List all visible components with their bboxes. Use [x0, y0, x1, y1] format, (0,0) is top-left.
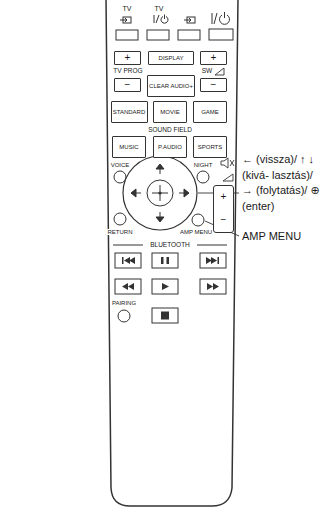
button-box: + — [114, 51, 141, 65]
callout-text: AMP MENU — [242, 231, 301, 242]
next-button — [200, 253, 226, 268]
button-label: AMP MENU — [179, 229, 213, 235]
return-button — [114, 213, 126, 225]
stop-button — [152, 308, 178, 323]
button-label: TV PROG — [112, 68, 143, 75]
button-box: CLEAR AUDIO+ — [147, 75, 195, 97]
pairing-button — [118, 310, 130, 322]
forward-icon — [207, 283, 219, 290]
button-label: NIGHT — [193, 162, 214, 168]
speaker-icon — [221, 158, 228, 168]
power-bar-icon — [154, 15, 159, 23]
input-arrow — [184, 18, 191, 22]
button-box: GAME — [193, 101, 227, 123]
prev-button — [115, 253, 141, 268]
button-text: P.AUDIO — [158, 144, 182, 150]
button-box: MOVIE — [153, 101, 187, 123]
pause-button — [152, 253, 178, 268]
button-text: + — [125, 53, 131, 64]
button-box: MUSIC — [112, 136, 146, 158]
transport-buttons — [115, 253, 226, 323]
play-button — [152, 279, 178, 294]
power-button — [209, 29, 233, 40]
pause-icon — [161, 257, 169, 264]
button-box: + — [200, 51, 227, 65]
button-box: SPORTS — [193, 136, 227, 158]
mute-icon — [221, 158, 234, 168]
prev-icon — [122, 257, 135, 264]
button-text: MOVIE — [160, 109, 179, 115]
button-label: PAIRING — [111, 300, 137, 306]
down-arrow — [156, 212, 164, 222]
next-icon — [206, 257, 219, 264]
direction-pad — [123, 156, 197, 230]
play-icon — [162, 283, 169, 290]
button-label: TV — [154, 5, 165, 12]
dpad-ring — [123, 156, 197, 230]
mute-cross — [230, 160, 234, 166]
forward-button — [200, 279, 226, 294]
button-text: MUSIC — [119, 144, 138, 150]
top-icons — [120, 12, 230, 24]
button-text: + — [211, 53, 217, 64]
button-label: TV — [122, 5, 133, 12]
left-arrow — [131, 189, 141, 197]
button-label: VOICE — [110, 162, 131, 168]
button-box: − — [200, 78, 227, 92]
button-text: GAME — [201, 109, 219, 115]
button-text: − — [221, 215, 227, 226]
power-icon — [161, 15, 168, 24]
input-arrow — [120, 18, 127, 22]
top-buttons — [116, 29, 233, 40]
rewind-button — [115, 279, 141, 294]
button-label: RETURN — [107, 229, 134, 235]
button-text: + — [221, 192, 227, 203]
amp-menu-button — [192, 214, 204, 226]
button-label: SW — [201, 68, 213, 75]
button-box: STANDARD — [111, 101, 148, 123]
dpad-arrows — [131, 164, 189, 222]
volume-rocker: +− — [213, 185, 234, 233]
tv-input-button — [116, 30, 138, 40]
night-button — [197, 171, 209, 183]
input-button — [178, 30, 200, 40]
button-box: DISPLAY — [148, 51, 194, 65]
volume-icon — [223, 174, 233, 181]
right-arrow — [179, 189, 189, 197]
volume-icon — [215, 68, 224, 75]
button-box: P.AUDIO — [153, 136, 187, 158]
transport-icons — [122, 257, 219, 320]
button-box: − — [114, 78, 141, 92]
voice-button — [114, 171, 126, 183]
tv-power-button — [147, 30, 169, 40]
callout-text: ← (vissza)/ ↑ ↓ (kivá- lasztás)/ → (foly… — [242, 152, 324, 214]
enter-button — [147, 180, 173, 206]
stop-icon — [161, 312, 169, 320]
remote-body — [106, 0, 238, 506]
button-text: STANDARD — [113, 109, 146, 115]
power-icon — [220, 12, 230, 24]
button-text: SPORTS — [198, 144, 223, 150]
button-label: BLUETOOTH — [149, 242, 191, 249]
enter-dot — [158, 191, 161, 194]
enter-cross — [152, 185, 168, 201]
button-text: − — [211, 80, 217, 91]
button-label: SOUND FIELD — [147, 127, 193, 134]
up-arrow — [156, 164, 164, 174]
button-text: − — [125, 80, 131, 91]
rewind-icon — [122, 283, 134, 290]
button-text: CLEAR AUDIO+ — [149, 83, 193, 89]
power-bar-icon — [212, 13, 217, 24]
button-text: DISPLAY — [159, 55, 184, 61]
